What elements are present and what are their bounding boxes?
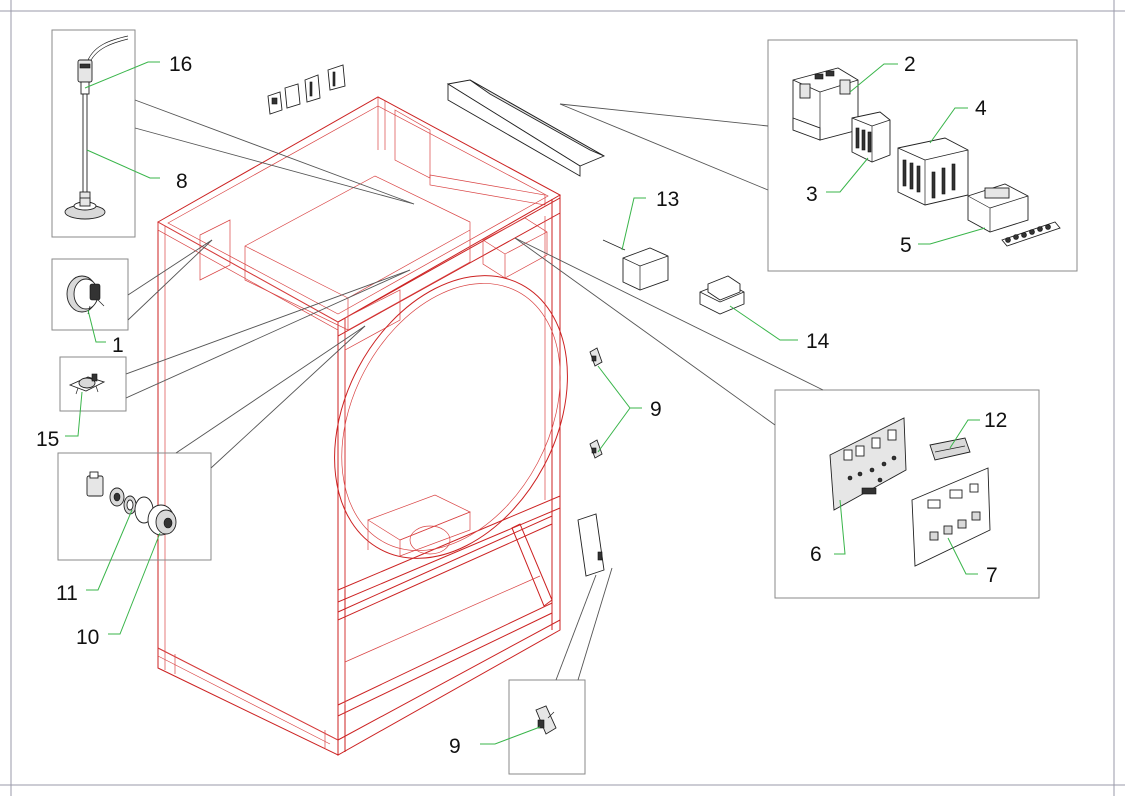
latch-plate-part (577, 513, 605, 577)
switch-lower-part (589, 439, 603, 459)
capacitor-part (602, 239, 669, 291)
relay-part (967, 183, 1061, 247)
callout-4: 4 (975, 97, 987, 120)
angle-bracket-part (446, 79, 606, 177)
aux-contact-part (851, 111, 891, 163)
callout-5: 5 (900, 234, 912, 257)
box-door-switch (508, 679, 586, 775)
callout-9-lower: 9 (449, 735, 461, 758)
control-panel-part (911, 467, 991, 567)
pcb-part (829, 417, 907, 511)
callout-15: 15 (36, 428, 59, 451)
callout-8: 8 (176, 170, 188, 193)
thermostat-part (68, 373, 106, 395)
callout-labels: 16 8 1 15 11 10 2 4 3 5 13 14 9 12 6 7 9 (36, 53, 1007, 758)
machine-frame (156, 96, 568, 756)
door-switch-part (535, 705, 557, 735)
callout-16: 16 (169, 53, 192, 76)
callout-3: 3 (806, 183, 818, 206)
callout-7: 7 (986, 564, 998, 587)
switch-upper-part (589, 347, 603, 367)
leader-lines-green (65, 61, 986, 745)
box-thermostat (59, 356, 127, 412)
callout-10: 10 (76, 626, 99, 649)
callout-12: 12 (984, 409, 1007, 432)
chip-part (929, 437, 971, 461)
callout-1: 1 (112, 334, 124, 357)
callout-6: 6 (810, 543, 822, 566)
callout-14: 14 (806, 330, 830, 353)
box-electronics (774, 389, 1040, 599)
terminal-block-part (897, 137, 969, 206)
probe-part (64, 35, 129, 220)
callout-13: 13 (656, 188, 679, 211)
transformer-part (699, 275, 745, 315)
contactor-part (792, 67, 859, 141)
push-button-part (86, 471, 177, 536)
callout-2: 2 (904, 53, 916, 76)
leader-lines-gray (125, 99, 824, 681)
clip-set-part (267, 64, 346, 115)
box-pressure-switch (51, 258, 129, 331)
box-push-button (57, 452, 212, 561)
box-contactors (767, 39, 1078, 272)
box-probe (51, 29, 136, 238)
callout-9-upper: 9 (650, 398, 662, 421)
callout-11: 11 (56, 582, 78, 605)
pressure-switch-part (66, 275, 105, 315)
